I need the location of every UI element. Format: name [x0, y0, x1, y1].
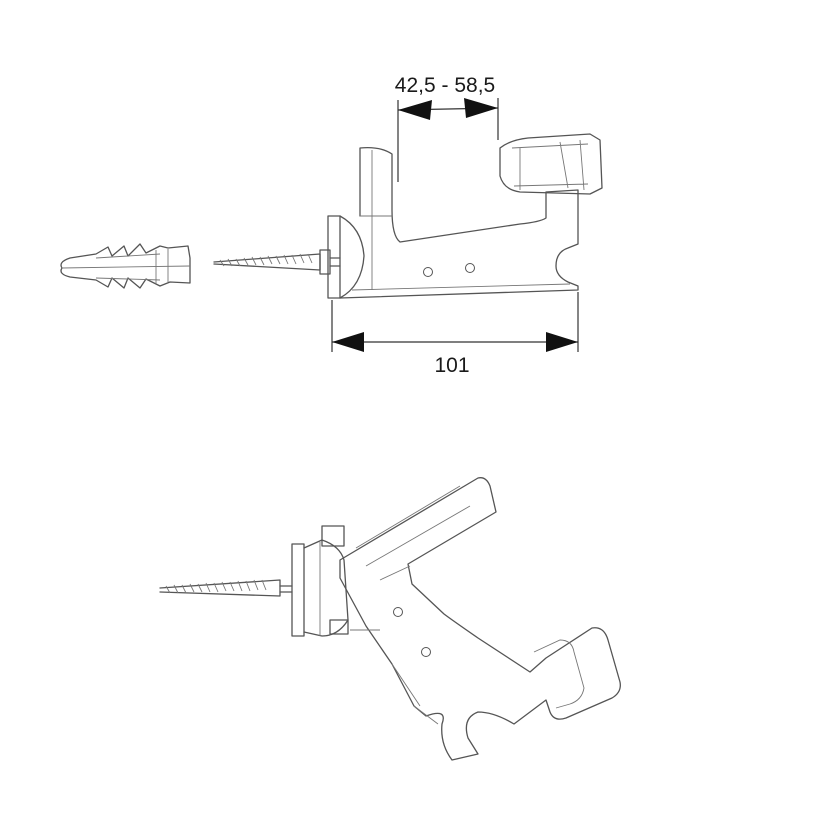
- bracket-top-view: [327, 133, 603, 299]
- mounting-hole: [465, 263, 475, 273]
- overall-width-label: 101: [434, 354, 469, 377]
- wall-plate: [291, 525, 349, 637]
- mounting-hole: [423, 267, 433, 277]
- bottom-view: [159, 477, 621, 761]
- bracket-rotated-view: [339, 477, 621, 761]
- mounting-hole: [393, 607, 403, 617]
- dimension-opening: 42,5 - 58,5: [395, 74, 499, 182]
- opening-range-label: 42,5 - 58,5: [395, 74, 495, 97]
- mounting-hole: [421, 647, 431, 657]
- screw-icon: [159, 579, 293, 597]
- wall-plug-icon: [60, 243, 191, 289]
- top-view: 42,5 - 58,5 101: [60, 74, 603, 377]
- screw-icon: [213, 249, 341, 275]
- dimension-width: 101: [331, 292, 579, 377]
